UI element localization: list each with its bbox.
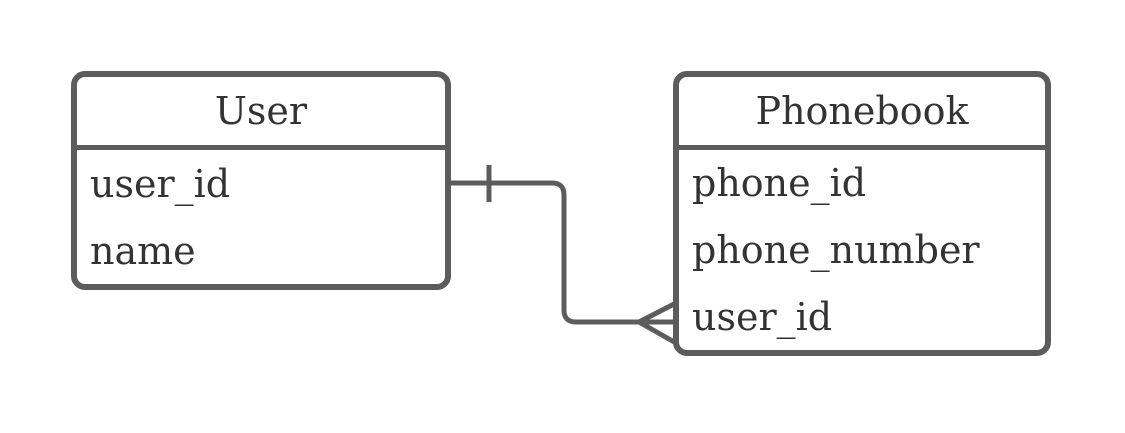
entity-phonebook-field-phone-id: phone_id: [692, 161, 867, 206]
entity-user-field-name: name: [90, 228, 196, 273]
relationship-line: [448, 180, 639, 325]
entity-phonebook-field-user-id: user_id: [692, 294, 833, 339]
entity-phonebook-fields: phone_id phone_number user_id: [679, 150, 1045, 350]
entity-user-field-user-id: user_id: [90, 161, 231, 206]
entity-user: User user_id name: [71, 71, 451, 290]
entity-phonebook-field-phone-number: phone_number: [692, 228, 980, 272]
crows-foot-many-icon: [637, 300, 678, 346]
entity-phonebook: Phonebook phone_id phone_number user_id: [673, 71, 1051, 356]
entity-user-title: User: [77, 77, 445, 150]
entity-user-fields: user_id name: [77, 150, 445, 284]
entity-phonebook-title: Phonebook: [679, 77, 1045, 150]
